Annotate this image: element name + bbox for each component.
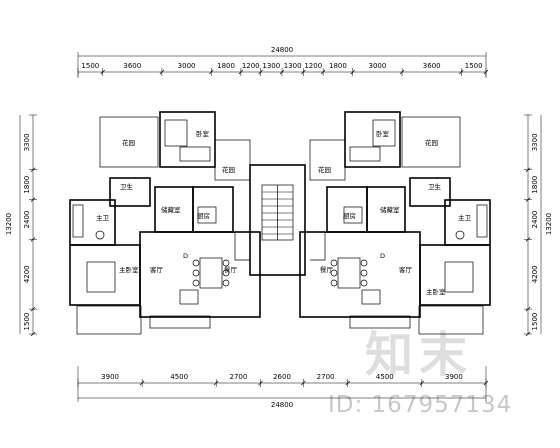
top-segment-label: 1500 <box>465 62 483 70</box>
right-dimensions: 13200 3300 1800 2400 4200 1500 <box>524 114 553 337</box>
terrace-left <box>149 315 211 329</box>
stair-icon <box>215 231 250 261</box>
right-unit <box>299 111 491 335</box>
watermark-id: ID: 167957134 <box>328 392 513 418</box>
balcony-left <box>76 305 142 335</box>
left-total-dimension: 13200 <box>5 213 13 235</box>
bed-icon <box>164 119 188 147</box>
top-segment-label: 1800 <box>217 62 235 70</box>
unit-marker-right: D <box>380 252 385 260</box>
label-storage-left: 储藏室 <box>161 205 181 214</box>
top-segment-label: 3600 <box>123 62 141 70</box>
top-segment-label: 3000 <box>369 62 387 70</box>
top-segment-label: 1200 <box>242 62 260 70</box>
left-segment-label: 1500 <box>23 313 31 331</box>
label-stair-garden-left: 花园 <box>222 165 235 174</box>
label-garden-left: 花园 <box>122 138 135 147</box>
bottom-segment-label: 4500 <box>170 373 188 381</box>
right-segment-label: 3300 <box>531 133 539 151</box>
label-living-left: 客厅 <box>150 265 164 274</box>
label-living-right: 客厅 <box>399 265 413 274</box>
label-dining-left: 餐厅 <box>224 265 238 274</box>
label-bath-left: 卫生 <box>120 182 134 191</box>
right-segment-label: 1500 <box>531 313 539 331</box>
bottom-segment-label: 3900 <box>101 373 119 381</box>
right-total-dimension: 13200 <box>545 213 553 235</box>
label-bedroom2-right: 卧室 <box>376 129 390 138</box>
left-segment-label: 1800 <box>23 176 31 194</box>
toilet-icon <box>95 230 105 240</box>
top-total-dimension: 24800 <box>271 46 293 54</box>
stairwell <box>249 164 306 276</box>
bath-left <box>69 199 116 246</box>
top-segment-label: 1200 <box>304 62 322 70</box>
label-master-bath-left: 主卫 <box>96 213 110 222</box>
bottom-dimensions: 24800 3900 4500 2700 2600 2700 4500 3900 <box>77 366 489 409</box>
left-segment-label: 3300 <box>23 133 31 151</box>
top-segment-label: 1300 <box>262 62 280 70</box>
dining-table-icon <box>199 257 223 289</box>
master-bedroom-left <box>69 244 141 306</box>
bottom-segment-label: 2700 <box>229 373 247 381</box>
top-segment-label: 1500 <box>81 62 99 70</box>
central-stair <box>249 164 306 276</box>
label-master-bath-right: 主卫 <box>458 213 472 222</box>
tub-icon <box>72 204 84 238</box>
sofa-icon <box>179 289 199 305</box>
unit-marker-left: D <box>183 252 188 260</box>
bedroom2-left <box>159 111 216 168</box>
right-segment-label: 4200 <box>531 265 539 283</box>
label-stair-garden-right: 花园 <box>318 165 331 174</box>
bottom-segment-label: 4500 <box>376 373 394 381</box>
bottom-total-dimension: 24800 <box>271 401 293 409</box>
top-segment-label: 1300 <box>284 62 302 70</box>
top-segment-label: 3600 <box>423 62 441 70</box>
label-dining-right: 餐厅 <box>320 265 334 274</box>
label-bath-right: 卫生 <box>428 182 442 191</box>
kitchen-left <box>109 177 151 207</box>
kitchen2-left <box>192 186 234 233</box>
left-segment-label: 4200 <box>23 265 31 283</box>
garden-left <box>99 116 159 168</box>
watermark-logo: 知末 <box>365 327 474 383</box>
wardrobe-icon <box>179 146 211 162</box>
label-storage-right: 储藏室 <box>380 205 400 214</box>
label-kitchen-left: 厨房 <box>197 211 210 220</box>
bottom-segment-label: 3900 <box>445 373 463 381</box>
label-kitchen-right: 厨房 <box>343 211 356 220</box>
label-master-bedroom-right: 主卧室 <box>426 287 446 296</box>
right-segment-label: 1800 <box>531 176 539 194</box>
left-segment-label: 2400 <box>23 211 31 229</box>
left-dimensions: 13200 3300 1800 2400 4200 1500 <box>5 114 37 337</box>
label-bedroom2-left: 卧室 <box>196 129 210 138</box>
bottom-segment-label: 2700 <box>317 373 335 381</box>
stove-icon <box>197 206 217 224</box>
bottom-segment-label: 2600 <box>273 373 291 381</box>
top-segment-label: 1800 <box>329 62 347 70</box>
top-segment-label: 3000 <box>178 62 196 70</box>
label-master-bedroom-left: 主卧室 <box>119 265 139 274</box>
bed-icon <box>86 261 116 293</box>
right-segment-label: 2400 <box>531 211 539 229</box>
label-garden-right: 花园 <box>425 138 438 147</box>
stair-garden-left <box>214 139 251 181</box>
left-unit <box>69 111 261 335</box>
